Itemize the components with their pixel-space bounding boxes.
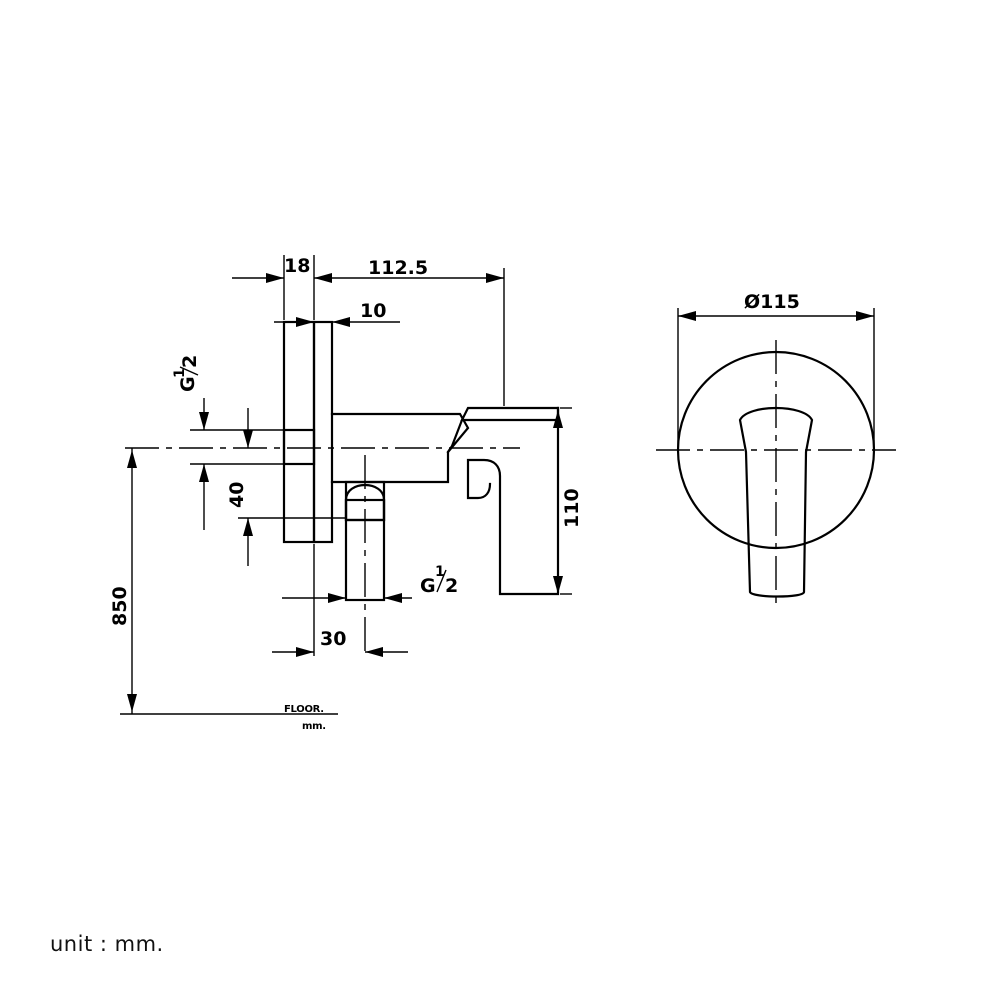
- svg-text:1: 1: [172, 368, 188, 378]
- svg-text:1: 1: [435, 564, 445, 580]
- lever-front: [446, 418, 464, 454]
- front-lever: [738, 406, 814, 598]
- unit-note: unit : mm.: [50, 932, 164, 956]
- cover-plate: [312, 320, 334, 544]
- dim-30: 30: [320, 628, 346, 650]
- mm-label: mm.: [302, 721, 326, 732]
- floor-label: FLOOR.: [284, 704, 324, 715]
- wall-plate: [282, 320, 316, 544]
- dimension-lines: [120, 255, 572, 715]
- lever-handle: [466, 406, 560, 596]
- dim-diameter: Ø115: [744, 291, 800, 313]
- dim-850: 850: [109, 586, 131, 626]
- dim-10: 10: [360, 300, 386, 322]
- thread-label-top: G 1 2: [172, 355, 201, 392]
- thread-label-bottom: G 1 2: [420, 564, 458, 597]
- body-tube: [330, 412, 470, 484]
- dim-110: 110: [561, 488, 583, 528]
- svg-text:G: G: [177, 376, 199, 392]
- side-view: [125, 320, 560, 655]
- svg-text:2: 2: [445, 575, 458, 597]
- dim-112-5: 112.5: [368, 257, 428, 279]
- lever-housing: [460, 406, 560, 422]
- svg-text:G: G: [420, 575, 436, 597]
- front-view: [656, 308, 896, 604]
- inlet-thread-block: [282, 428, 316, 466]
- svg-text:2: 2: [179, 355, 201, 368]
- dim-40: 40: [226, 482, 248, 508]
- dim-18: 18: [284, 255, 310, 277]
